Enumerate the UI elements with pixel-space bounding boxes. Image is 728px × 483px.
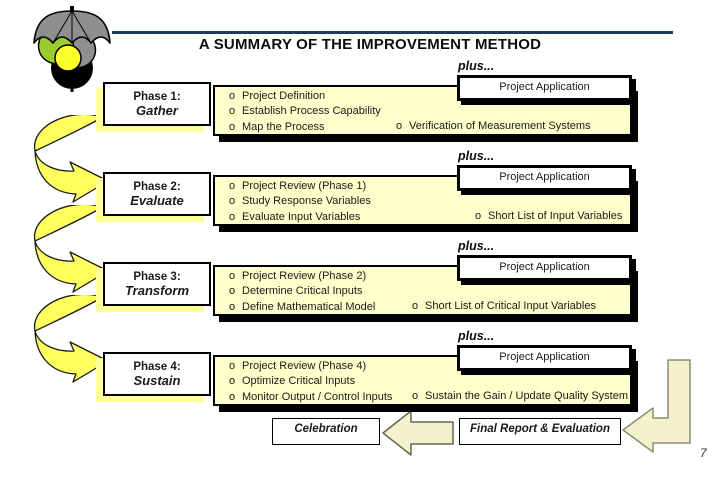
bullet-item: o Define Mathematical Model <box>215 300 630 315</box>
plus-label: plus... <box>458 329 495 343</box>
bullet-marker: o <box>229 90 236 102</box>
project-application-label: Project Application <box>499 81 590 93</box>
bullet-item: o Determine Critical Inputs <box>215 284 630 299</box>
bullet-item: o Project Definition <box>215 89 630 104</box>
bullet-marker: o <box>229 105 236 118</box>
phase-row-4: plus... Project Application o Project Rev… <box>100 329 680 420</box>
bullet-text: Monitor Output / Control Inputs <box>242 390 393 403</box>
bullet-marker: o <box>229 390 236 403</box>
bullet-text: Sustain the Gain / Update Quality System <box>425 390 628 402</box>
celebration-box: Celebration <box>272 418 380 445</box>
bullet-text: Short List of Critical Input Variables <box>425 300 596 312</box>
phase-label-box: Phase 1: Gather <box>103 82 211 126</box>
celebration-label: Celebration <box>294 423 358 435</box>
plus-label: plus... <box>458 149 495 163</box>
left-arrow-icon <box>382 410 454 456</box>
bullet-item: o Establish Process Capability <box>215 104 630 119</box>
bullet-marker: o <box>229 195 236 208</box>
bullet-item: o Project Review (Phase 4) <box>215 359 630 374</box>
phase-name: Transform <box>124 282 190 298</box>
umbrella-venn-logo-icon <box>33 6 111 92</box>
bullet-text: Evaluate Input Variables <box>242 210 361 223</box>
project-application-box: Project Application <box>457 75 632 101</box>
bullet-marker: o <box>229 300 236 313</box>
bullet-item: o Short List of Input Variables <box>475 210 622 222</box>
bullet-marker: o <box>229 270 236 282</box>
final-report-box: Final Report & Evaluation <box>459 418 621 445</box>
bullet-text: Establish Process Capability <box>242 105 381 118</box>
phase-row-3: plus... Project Application o Project Rev… <box>100 239 680 330</box>
bullet-text: Optimize Critical Inputs <box>242 375 356 388</box>
phase-name: Gather <box>136 102 178 118</box>
plus-label: plus... <box>458 239 495 253</box>
bullet-text: Verification of Measurement Systems <box>409 120 591 132</box>
bullet-text: Map the Process <box>242 120 325 133</box>
bullet-marker: o <box>475 210 482 222</box>
bullet-item: o Verification of Measurement Systems <box>396 120 591 132</box>
phase-label-box: Phase 4: Sustain <box>103 352 211 396</box>
curved-arrow-connector-icon <box>34 295 109 383</box>
bullet-marker: o <box>412 390 419 402</box>
bullet-marker: o <box>229 360 236 372</box>
phase-label-box: Phase 2: Evaluate <box>103 172 211 216</box>
slide-title: A SUMMARY OF THE IMPROVEMENT METHOD <box>198 36 542 53</box>
phase-title: Phase 4: <box>133 360 181 373</box>
bullet-text: Determine Critical Inputs <box>242 285 363 298</box>
phase-title: Phase 2: <box>133 180 181 193</box>
bullet-item: o Optimize Critical Inputs <box>215 374 630 389</box>
bullet-item: o Evaluate Input Variables <box>215 210 630 225</box>
project-application-box: Project Application <box>457 255 632 281</box>
plus-label: plus... <box>458 59 495 73</box>
bent-down-left-arrow-icon <box>622 359 691 453</box>
phase-name: Evaluate <box>130 192 184 208</box>
bullet-marker: o <box>229 120 236 133</box>
bullet-text: Project Review (Phase 2) <box>242 270 367 282</box>
phase-label-box: Phase 3: Transform <box>103 262 211 306</box>
bullet-text: Project Review (Phase 4) <box>242 360 367 372</box>
project-application-box: Project Application <box>457 345 632 371</box>
project-application-box: Project Application <box>457 165 632 191</box>
bullet-item: o Monitor Output / Control Inputs <box>215 390 630 405</box>
bullet-item: o Study Response Variables <box>215 194 630 209</box>
project-application-label: Project Application <box>499 261 590 273</box>
phase-title: Phase 3: <box>133 270 181 283</box>
project-application-label: Project Application <box>499 351 590 363</box>
bullet-marker: o <box>412 300 419 312</box>
bullet-item: o Project Review (Phase 2) <box>215 269 630 284</box>
bullet-item: o Project Review (Phase 1) <box>215 179 630 194</box>
phase-row-1: plus... Project Application o Project Def… <box>100 59 680 150</box>
bullet-item: o Short List of Critical Input Variables <box>412 300 596 312</box>
bullet-marker: o <box>229 375 236 388</box>
bullet-marker: o <box>396 120 403 132</box>
bullet-marker: o <box>229 285 236 298</box>
bullet-text: Project Review (Phase 1) <box>242 180 367 192</box>
bullet-marker: o <box>229 210 236 223</box>
phase-row-2: plus... Project Application o Project Rev… <box>100 149 680 240</box>
page-number: 7 <box>700 446 707 460</box>
bullet-marker: o <box>229 180 236 192</box>
bullet-text: Short List of Input Variables <box>488 210 623 222</box>
bullet-item: o Sustain the Gain / Update Quality Syste… <box>412 390 628 402</box>
project-application-label: Project Application <box>499 171 590 183</box>
bullet-item: o Map the Process <box>215 120 630 135</box>
final-report-label: Final Report & Evaluation <box>470 423 610 435</box>
curved-arrow-connector-icon <box>34 205 109 293</box>
header-rule <box>112 31 673 34</box>
bullet-text: Study Response Variables <box>242 195 371 208</box>
bullet-text: Define Mathematical Model <box>242 300 376 313</box>
phase-title: Phase 1: <box>133 90 181 103</box>
phase-name: Sustain <box>133 372 181 388</box>
curved-arrow-connector-icon <box>34 115 109 203</box>
bullet-text: Project Definition <box>242 90 326 102</box>
